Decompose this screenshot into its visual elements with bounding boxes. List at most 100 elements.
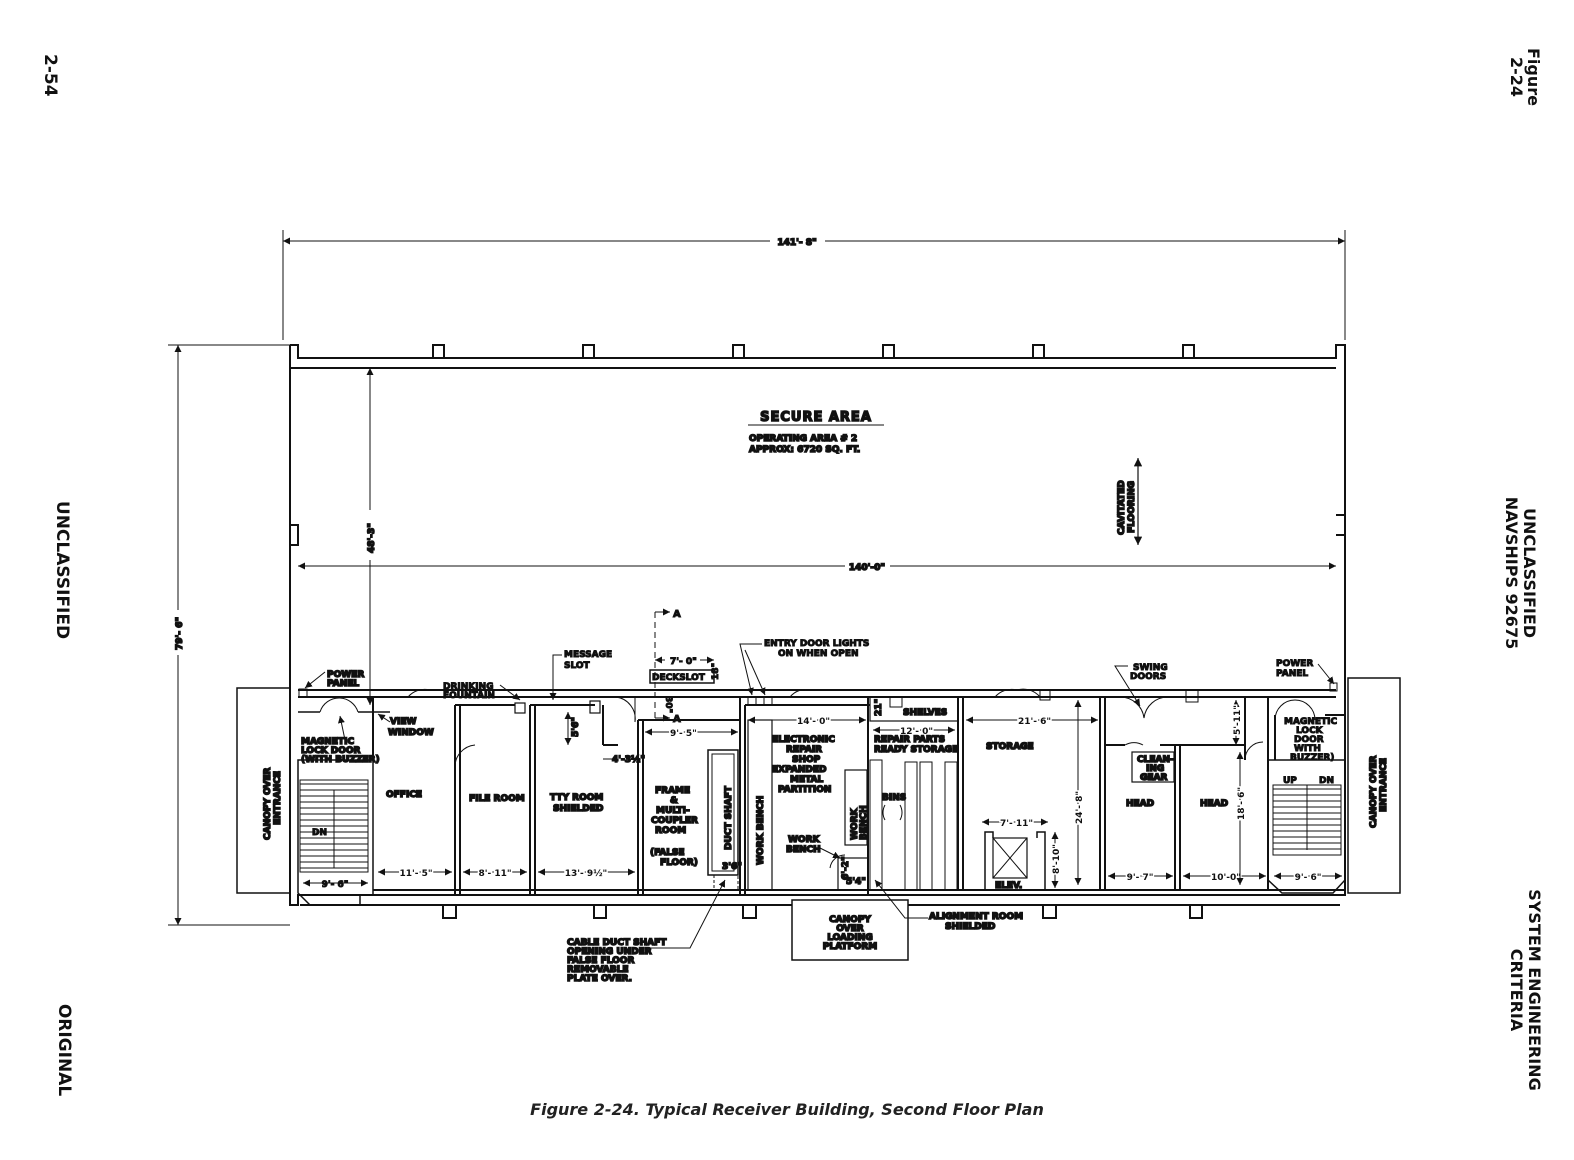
shelves-21: 21" xyxy=(874,699,884,716)
work-bench-bottom-1: WORK xyxy=(788,835,821,845)
duct-3-6: 3'6" xyxy=(722,862,742,872)
office-label: OFFICE xyxy=(386,790,422,800)
duct-30: 30" xyxy=(663,696,673,713)
entry-left: POWER PANEL MAGNETIC LOCK DOOR (WITH BUZ… xyxy=(298,669,435,766)
canopy-left-label-2: ENTRANCE xyxy=(273,771,283,825)
repair-parts-dim: 12'- 0" xyxy=(900,727,933,737)
mag-lock-left-3: (WITH BUZZER) xyxy=(301,755,380,765)
cleaning-gear-3: GEAR xyxy=(1140,773,1168,783)
inner-width-dimension: 140'-0" xyxy=(298,562,1336,574)
repair-parts-2: READY STORAGE xyxy=(874,745,958,755)
deck-slot-label: DECKSLOT xyxy=(652,673,706,683)
swing-doors-2: DOORS xyxy=(1130,672,1166,682)
tty-room-label-2: SHIELDED xyxy=(553,804,603,814)
storage-depth: 24'- 8" xyxy=(1075,791,1085,824)
canopy-loading-3: LOADING xyxy=(827,933,873,943)
tty-room-label-1: TTY ROOM xyxy=(550,793,603,803)
frame-label-4: COUPLER xyxy=(651,816,698,826)
head-left-label: HEAD xyxy=(1126,799,1154,809)
repair-label-5: METAL xyxy=(790,775,824,785)
head-right-dim: 10'-0" xyxy=(1211,873,1241,883)
building-walls xyxy=(289,344,1346,919)
canopy-right: CANOPY OVER ENTRANCE xyxy=(1347,677,1401,894)
canopy-left: CANOPY OVER ENTRANCE xyxy=(236,687,291,894)
loading-platform: CANOPY OVER LOADING PLATFORM xyxy=(791,899,909,961)
canopy-loading-2: OVER xyxy=(836,924,864,934)
inner-width-label: 140'-0" xyxy=(849,563,885,573)
frame-label-5: ROOM xyxy=(655,826,686,836)
cable-duct-5: PLATE OVER. xyxy=(567,974,632,984)
duct-shaft-label: DUCT SHAFT xyxy=(724,785,734,850)
cable-duct-4: REMOVABLE xyxy=(567,965,629,975)
depth-label: 48'-3" xyxy=(367,523,377,553)
cavitated-label-1: CAVITATED xyxy=(1117,480,1127,535)
head-right-label: HEAD xyxy=(1200,799,1228,809)
cable-duct-3: FALSE FLOOR xyxy=(567,956,634,966)
cable-duct-2: OPENING UNDER xyxy=(567,947,652,957)
canopy-left-label-1: CANOPY OVER xyxy=(263,767,273,840)
message-slot-2: SLOT xyxy=(564,661,591,671)
entry-lights-2: ON WHEN OPEN xyxy=(778,649,859,659)
frame-label-8: FLOOR) xyxy=(660,858,698,868)
frame-label-3: MULTI- xyxy=(656,806,690,816)
repair-label-2: REPAIR xyxy=(786,745,822,755)
alignment-room-2: SHIELDED xyxy=(945,922,995,932)
repair-parts: SHELVES 21" 12'- 0" REPAIR PARTS READY S… xyxy=(869,696,959,891)
mag-lock-left-2: LOCK DOOR xyxy=(301,746,361,756)
repair-label-1: ELECTRONIC xyxy=(772,735,835,745)
view-window-2: WINDOW xyxy=(388,728,434,738)
canopy-loading-4: PLATFORM xyxy=(823,942,877,952)
overall-width-label: 141'- 8" xyxy=(777,238,816,248)
stair-right: UP DN 9'- 6" MAGNETIC LOCK DOOR WITH BUZ… xyxy=(1267,699,1346,894)
repair-shop: 14'- 0" WORK BENCH ELECTRONIC REPAIR SHO… xyxy=(747,716,870,891)
operating-area-label: OPERATING AREA # 2 xyxy=(749,434,857,444)
cavitated-flooring: CAVITATED FLOORING xyxy=(1116,458,1143,545)
drinking-fountain-2: FOUNTAIN xyxy=(443,691,495,701)
canopy-right-label-2: ENTRANCE xyxy=(1379,758,1389,812)
repair-label-6: PARTITION xyxy=(778,785,831,795)
overall-depth-label: 79'- 6" xyxy=(175,617,185,650)
power-panel-right-2: PANEL xyxy=(1276,669,1308,679)
file-room: FILE ROOM 8'- 11" xyxy=(463,793,527,881)
alignment-room-1: ALIGNMENT ROOM xyxy=(929,912,1023,922)
drinking-fountain-1: DRINKING xyxy=(443,682,494,692)
msg-5-6: 5'6" xyxy=(571,717,581,737)
align-6-2: 6'-2" xyxy=(841,856,851,880)
head-5-11: 5'-11" xyxy=(1233,705,1243,735)
frame-label-1: FRAME xyxy=(655,786,690,796)
tty-room-dim: 13'- 9½" xyxy=(565,868,607,879)
repair-label-4: EXPANDED xyxy=(772,765,826,775)
message-slot-1: MESSAGE xyxy=(564,650,612,660)
work-bench-bottom-2: BENCH xyxy=(786,845,821,855)
mag-lock-right-1: MAGNETIC xyxy=(1284,717,1337,727)
office-dim: 11'- 5" xyxy=(399,869,432,879)
stair-left-dim: 9'- 6" xyxy=(322,880,349,890)
power-panel-left-2: PANEL xyxy=(327,679,359,689)
swing-doors-1: SWING xyxy=(1133,663,1168,673)
cleaning-gear-2: ING xyxy=(1146,764,1164,774)
elev-height: 8'-10" xyxy=(1052,844,1062,874)
canopy-right-label-1: CANOPY OVER xyxy=(1369,755,1379,828)
file-room-label: FILE ROOM xyxy=(469,794,525,804)
storage-room: 21'- 6" STORAGE 24'- 8" 7'- 11" ELEV. 8'… xyxy=(966,700,1098,892)
mag-lock-right-5: BUZZER) xyxy=(1290,753,1334,763)
frame-room: 9'- 5" FRAME & MULTI- COUPLER ROOM (FALS… xyxy=(645,728,743,891)
overall-width-dimension: 141'- 8" xyxy=(282,230,1346,340)
tty-room: TTY ROOM SHIELDED 13'- 9½" 5'6" 4'-3½" xyxy=(538,712,646,881)
power-panel-right-1: POWER xyxy=(1276,659,1313,669)
frame-room-dim: 9'- 5" xyxy=(670,729,697,739)
power-panel-left-1: POWER xyxy=(327,670,364,680)
stair-left: DN 9'- 6" xyxy=(297,759,374,906)
cleaning-gear-1: CLEAN- xyxy=(1137,755,1174,765)
office-room: OFFICE 11'- 5" xyxy=(378,744,476,881)
stair-right-up: UP xyxy=(1283,776,1297,786)
repair-shop-dim: 14'- 0" xyxy=(797,717,830,727)
elev-width: 7'- 11" xyxy=(1000,819,1033,829)
cable-duct-callout: CABLE DUCT SHAFT OPENING UNDER FALSE FLO… xyxy=(566,879,726,985)
alignment-room-callout: ALIGNMENT ROOM SHIELDED xyxy=(874,879,1024,933)
msg-4-3: 4'-3½" xyxy=(612,754,645,765)
work-bench-vertical: WORK BENCH xyxy=(756,796,766,865)
storage-dim: 21'- 6" xyxy=(1018,717,1051,727)
repair-parts-1: REPAIR PARTS xyxy=(874,735,945,745)
